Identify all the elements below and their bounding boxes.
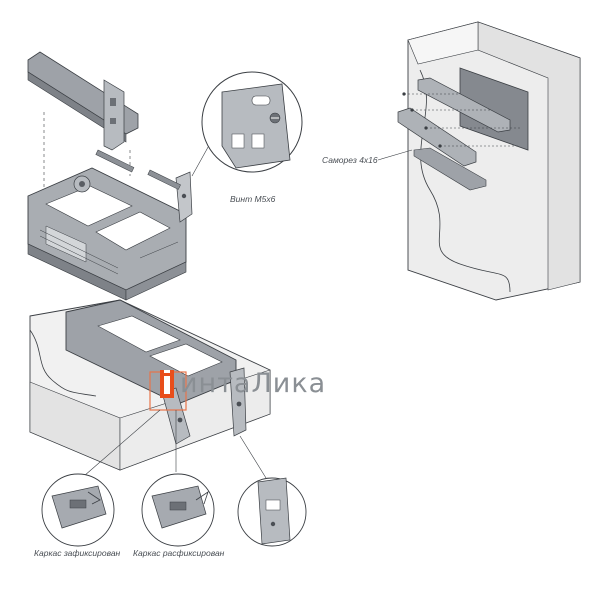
- zoom-detail-unlocked: [141, 473, 215, 547]
- brand-name: интаЛика: [180, 368, 327, 399]
- rail-bracket: [103, 79, 125, 151]
- brand-logo: интаЛика: [160, 368, 326, 399]
- slide-rail-upper: [417, 77, 511, 133]
- zoom-detail-screw: [191, 71, 303, 177]
- panel-frame-in-drawer: [29, 299, 307, 547]
- label-frame-locked: Каркас зафиксирован: [34, 548, 121, 558]
- panel-frame-assembly: [27, 51, 303, 301]
- zoom-detail-bracket: [237, 477, 307, 547]
- slide-rail-lower: [397, 107, 477, 167]
- label-screw-m5: Винт M5x6: [230, 194, 276, 204]
- label-frame-unlocked: Каркас расфиксирован: [133, 548, 225, 558]
- panel-cabinet-slides: [377, 21, 581, 301]
- zoom-detail-locked: [41, 473, 115, 547]
- label-screw-4x16: Саморез 4х16: [322, 155, 378, 165]
- brand-mark-icon: [160, 369, 174, 398]
